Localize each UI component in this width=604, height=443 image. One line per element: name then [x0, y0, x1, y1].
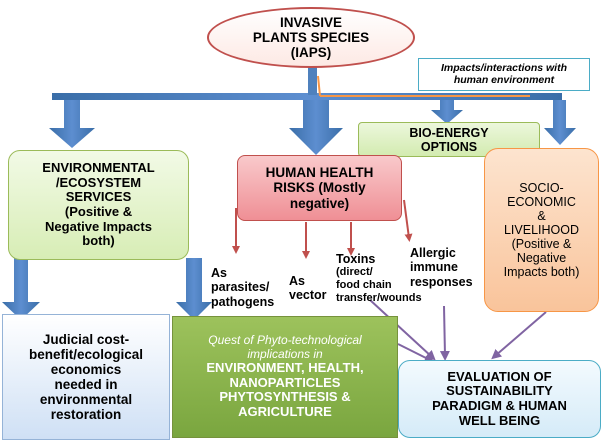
phyto-line-4: NANOPARTICLES	[229, 374, 341, 390]
allergic-line-2: immune	[410, 260, 458, 275]
parasites-line-2: parasites/	[211, 280, 270, 295]
arrow-to-bioenergy	[431, 100, 463, 124]
judicial-line-6: restoration	[50, 407, 122, 423]
socio-line-6: Negative	[516, 251, 567, 265]
evaluation-line-2: SUSTAINABILITY	[446, 383, 553, 399]
human-health-node: HUMAN HEALTH RISKS (Mostly negative)	[237, 155, 402, 221]
root-stem	[308, 66, 317, 95]
environmental-line-2: /ECOSYSTEM	[55, 174, 142, 190]
environmental-line-1: ENVIRONMENTAL	[42, 160, 155, 176]
impacts-note: Impacts/interactions with human environm…	[418, 58, 590, 91]
impacts-note-line-2: human environment	[453, 73, 555, 86]
branch-parasites: As parasites/ pathogens	[211, 266, 274, 309]
root-line-2: PLANTS SPECIES	[252, 29, 370, 45]
judicial-line-5: environmental	[39, 392, 133, 408]
judicial-node: Judicial cost- benefit/ecological econom…	[2, 314, 170, 440]
toxins-line-2: (direct/	[336, 266, 373, 279]
purple-line-socio	[491, 311, 547, 360]
socio-line-1: SOCIO-	[519, 181, 564, 195]
evaluation-node: EVALUATION OF SUSTAINABILITY PARADIGM & …	[398, 360, 601, 438]
bioenergy-line-2: OPTIONS	[420, 139, 478, 154]
phyto-line-1: Quest of Phyto-technological	[208, 333, 362, 348]
human-health-line-2: RISKS (Mostly	[273, 180, 366, 196]
purple-line-toxins	[369, 299, 436, 361]
socio-line-4: LIVELIHOOD	[503, 223, 579, 237]
phyto-line-3: ENVIRONMENT, HEALTH,	[206, 360, 364, 376]
impacts-note-line-1: Impacts/interactions with	[440, 61, 568, 74]
human-health-line-1: HUMAN HEALTH	[265, 165, 374, 181]
socio-line-7: Impacts both)	[503, 265, 580, 279]
environmental-node: ENVIRONMENTAL /ECOSYSTEM SERVICES (Posit…	[8, 150, 189, 260]
environmental-line-4: (Positive &	[64, 204, 133, 219]
branch-allergic: Allergic immune responses	[410, 246, 473, 289]
vector-line-2: vector	[289, 288, 327, 303]
arrow-to-socio	[544, 100, 576, 145]
allergic-line-1: Allergic	[410, 246, 456, 260]
arrow-to-human-health	[289, 100, 343, 155]
evaluation-line-4: WELL BEING	[458, 412, 541, 428]
phyto-line-2: implications in	[247, 346, 323, 361]
socio-line-3: &	[537, 209, 546, 223]
parasites-line-1: As	[211, 266, 227, 280]
branch-vector: As vector	[289, 274, 327, 303]
phyto-line-6: AGRICULTURE	[238, 403, 332, 419]
socio-line-2: ECONOMIC	[507, 195, 576, 209]
purple-line-allergic	[439, 305, 450, 361]
bioenergy-line-1: BIO-ENERGY	[409, 125, 489, 140]
judicial-line-1: Judicial cost-	[42, 331, 130, 347]
purple-line-phyto	[397, 343, 435, 363]
judicial-line-4: needed in	[54, 377, 118, 392]
allergic-line-3: responses	[410, 274, 473, 289]
toxins-line-4: transfer/wounds	[336, 291, 422, 304]
root-line-3: (IAPS)	[290, 45, 332, 61]
evaluation-line-1: EVALUATION OF	[447, 368, 552, 384]
phyto-line-5: PHYTOSYNTHESIS &	[219, 389, 351, 405]
phyto-node: Quest of Phyto-technological implication…	[172, 316, 398, 438]
environmental-line-3: SERVICES	[65, 189, 132, 205]
root-line-1: INVASIVE	[279, 14, 342, 30]
environmental-line-6: both)	[82, 233, 115, 249]
top-connector-bar	[52, 93, 562, 100]
arrow-to-phyto	[176, 258, 212, 320]
toxins-line-1: Toxins	[336, 252, 376, 266]
impacts-leader-line	[317, 75, 530, 97]
root-node: INVASIVE PLANTS SPECIES (IAPS)	[207, 7, 415, 68]
judicial-line-3: economics	[50, 361, 122, 377]
parasites-line-3: pathogens	[211, 294, 275, 309]
branch-toxins: Toxins (direct/ food chain transfer/woun…	[336, 252, 422, 304]
socio-line-5: (Positive &	[511, 237, 572, 251]
socio-economic-node: SOCIO- ECONOMIC & LIVELIHOOD (Positive &…	[484, 148, 599, 312]
arrow-to-judicial	[2, 258, 40, 320]
environmental-line-5: Negative Impacts	[45, 218, 152, 234]
vector-line-1: As	[289, 274, 305, 288]
evaluation-line-3: PARADIGM & HUMAN	[432, 398, 567, 413]
toxins-line-3: food chain	[336, 279, 392, 292]
arrow-to-environmental	[49, 100, 95, 148]
red-arrow-allergic	[403, 199, 413, 242]
human-health-line-3: negative)	[289, 195, 350, 211]
judicial-line-2: benefit/ecological	[28, 346, 144, 362]
